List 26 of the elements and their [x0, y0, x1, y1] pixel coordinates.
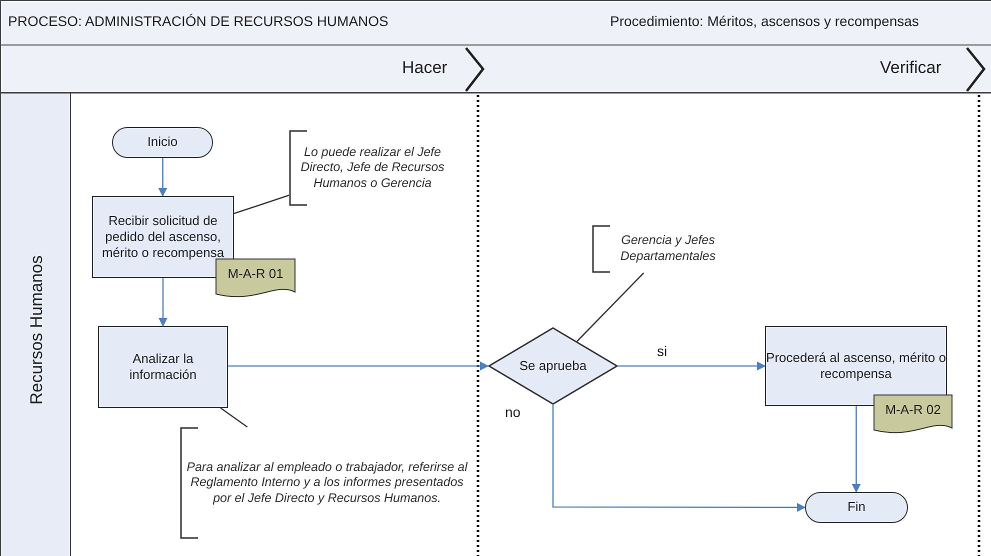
leader-line — [234, 194, 290, 214]
process-box: Procederá al ascenso, mérito o recompensa — [765, 326, 947, 406]
leader-line — [220, 407, 248, 428]
edge-label: si — [655, 343, 670, 359]
arrow — [228, 361, 489, 371]
annotation-text: Gerencia y Jefes Departamentales — [619, 233, 717, 265]
arrow — [618, 361, 766, 371]
terminator: Inicio — [112, 127, 213, 158]
arrow — [158, 278, 168, 327]
phase-label: Hacer — [402, 58, 448, 78]
annotation-text: Lo puede realizar el Jefe Directo, Jefe de Recursos Humanos o Gerencia — [300, 144, 446, 192]
arrow — [852, 406, 861, 493]
document-shape — [215, 258, 296, 300]
process-title: PROCESO: ADMINISTRACIÓN DE RECURSOS HUMANOS — [8, 13, 388, 29]
terminator: Fin — [805, 492, 908, 523]
phase-label: Verificar — [880, 58, 942, 78]
document-shape — [873, 394, 953, 436]
annotation-text: Para analizar al empleado o trabajador, referirse al Reglamento Interno y a los informes presentados por el Jefe Directo y Recursos Humanos. — [186, 460, 469, 506]
lane-label: Recursos Humanos — [27, 255, 47, 405]
procedure-name: Procedimiento: Méritos, ascensos y recompensas — [610, 13, 919, 29]
process-box: Analizar la información — [98, 326, 228, 408]
decision-text: Se aprueba — [519, 358, 587, 374]
arrow — [552, 405, 806, 512]
decision-diamond — [488, 327, 618, 405]
leader-line — [576, 272, 644, 342]
arrow — [158, 158, 168, 197]
